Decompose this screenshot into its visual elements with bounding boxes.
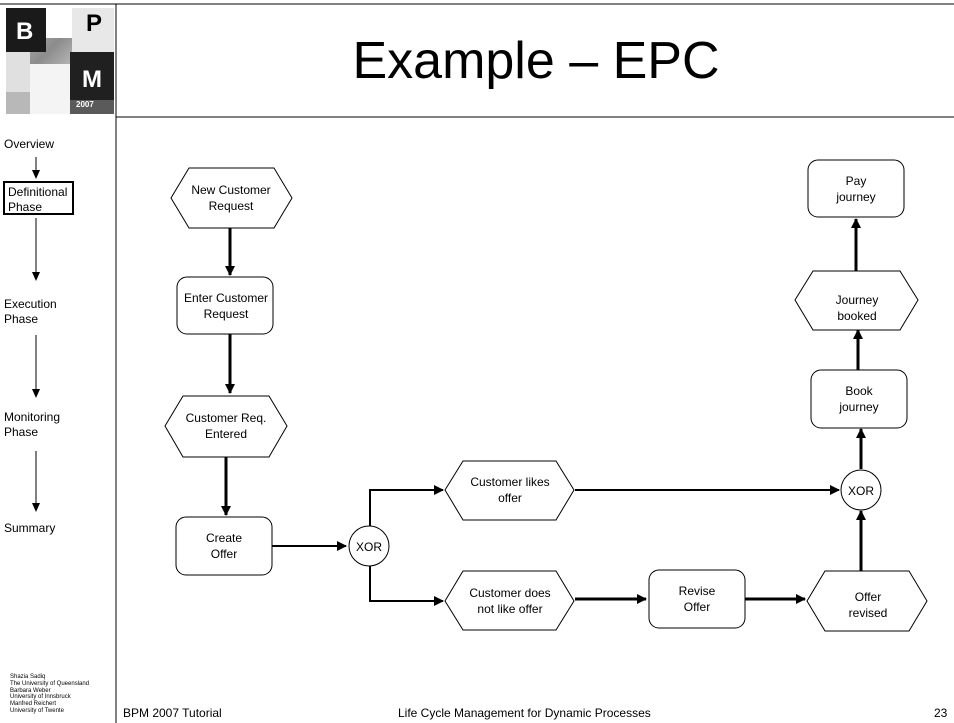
event-customer-likes-offer[interactable]: Customer likes offer [444,460,575,521]
logo-block [70,52,114,100]
sidebar-arrowhead [32,503,40,512]
nav-item-label: Definitional Phase [8,185,68,214]
event-customer-req-entered[interactable]: Customer Req. Entered [164,395,288,458]
event-journey-booked[interactable]: Journey booked [794,270,919,331]
connector-xor-split[interactable]: XOR [348,525,390,567]
node-label-line: Offer [211,547,237,561]
event-offer-revised[interactable]: Offer revised [806,570,928,632]
nav-item-execution-phase[interactable]: Execution Phase [4,297,57,326]
author-line: The University of Queensland [10,680,90,687]
logo-block [70,100,114,114]
nav-item-overview[interactable]: Overview [4,137,55,151]
sidebar-arrowhead [32,170,40,179]
node-label-line: journey [835,190,875,204]
node-label-line: revised [849,606,888,620]
logo-block [30,64,70,114]
bpm-2007-logo: B P M 2007 [6,8,114,114]
author-line: Manfred Reichert [10,701,57,708]
logo-letter-m: M [82,66,102,93]
function-pay-journey[interactable]: Pay journey [807,159,905,218]
diagram-edges [221,218,866,606]
author-line: University of Innsbruck [10,694,71,701]
logo-block [6,92,30,114]
node-label-line: Request [204,307,249,321]
logo-block [46,8,72,38]
sidebar-flow-arrows [32,157,40,512]
author-line: Barbara Weber [10,687,51,694]
slide-title: Example – EPC [352,32,720,90]
node-label-line: offer [498,491,522,505]
node-label-line: journey [838,400,878,414]
edge-xor-split-to-likes-offer [369,485,444,527]
event-customer-does-not-like-offer[interactable]: Customer does not like offer [444,570,575,631]
node-label-line: Create [206,531,242,545]
function-book-journey[interactable]: Book journey [810,369,908,429]
page-number: 23 [934,706,948,720]
node-label-line: Offer [684,600,710,614]
node-label-line: not like offer [477,602,542,616]
logo-year: 2007 [76,100,94,109]
logo-block [6,8,46,52]
connector-label: XOR [848,484,874,498]
footer-center: Life Cycle Management for Dynamic Proces… [398,706,651,720]
node-label-line: Journey [836,293,879,307]
footer-left: BPM 2007 Tutorial [123,706,222,720]
nav-item-summary[interactable]: Summary [4,521,56,535]
sidebar-arrowhead [32,272,40,281]
function-revise-offer[interactable]: Revise Offer [648,569,746,629]
logo-letter-p: P [86,10,103,37]
node-label-line: Book [845,384,873,398]
node-label-line: Customer does [469,586,550,600]
connector-label: XOR [356,540,382,554]
edge-xor-split-to-does-not-like-offer [369,566,444,606]
node-label-line: Customer Req. [186,411,267,425]
node-label-line: Entered [205,427,247,441]
node-label-line: Customer likes [470,475,549,489]
function-create-offer[interactable]: Create Offer [175,516,273,576]
node-label-line: Offer [855,590,881,604]
function-enter-customer-request[interactable]: Enter Customer Request [176,276,274,335]
node-label-line: New Customer [191,183,270,197]
node-label-line: Revise [679,584,716,598]
node-label-line: Enter Customer [184,291,268,305]
logo-block [72,8,114,52]
node-label-line: Request [209,199,254,213]
node-label-line: booked [837,309,876,323]
node-label-line: Pay [846,174,867,188]
event-new-customer-request[interactable]: New Customer Request [170,167,293,229]
sidebar-arrowhead [32,389,40,398]
author-line: University of Twente [10,707,64,714]
nav-item-definitional-phase[interactable]: Definitional Phase [3,181,74,215]
nav-item-monitoring-phase[interactable]: Monitoring Phase [4,410,61,439]
author-line: Shazia Sadiq [10,674,46,680]
logo-block [6,52,30,92]
logo-letter-b: B [16,18,34,45]
author-credits: Shazia Sadiq The University of Queenslan… [10,674,89,715]
connector-xor-join[interactable]: XOR [840,469,882,511]
